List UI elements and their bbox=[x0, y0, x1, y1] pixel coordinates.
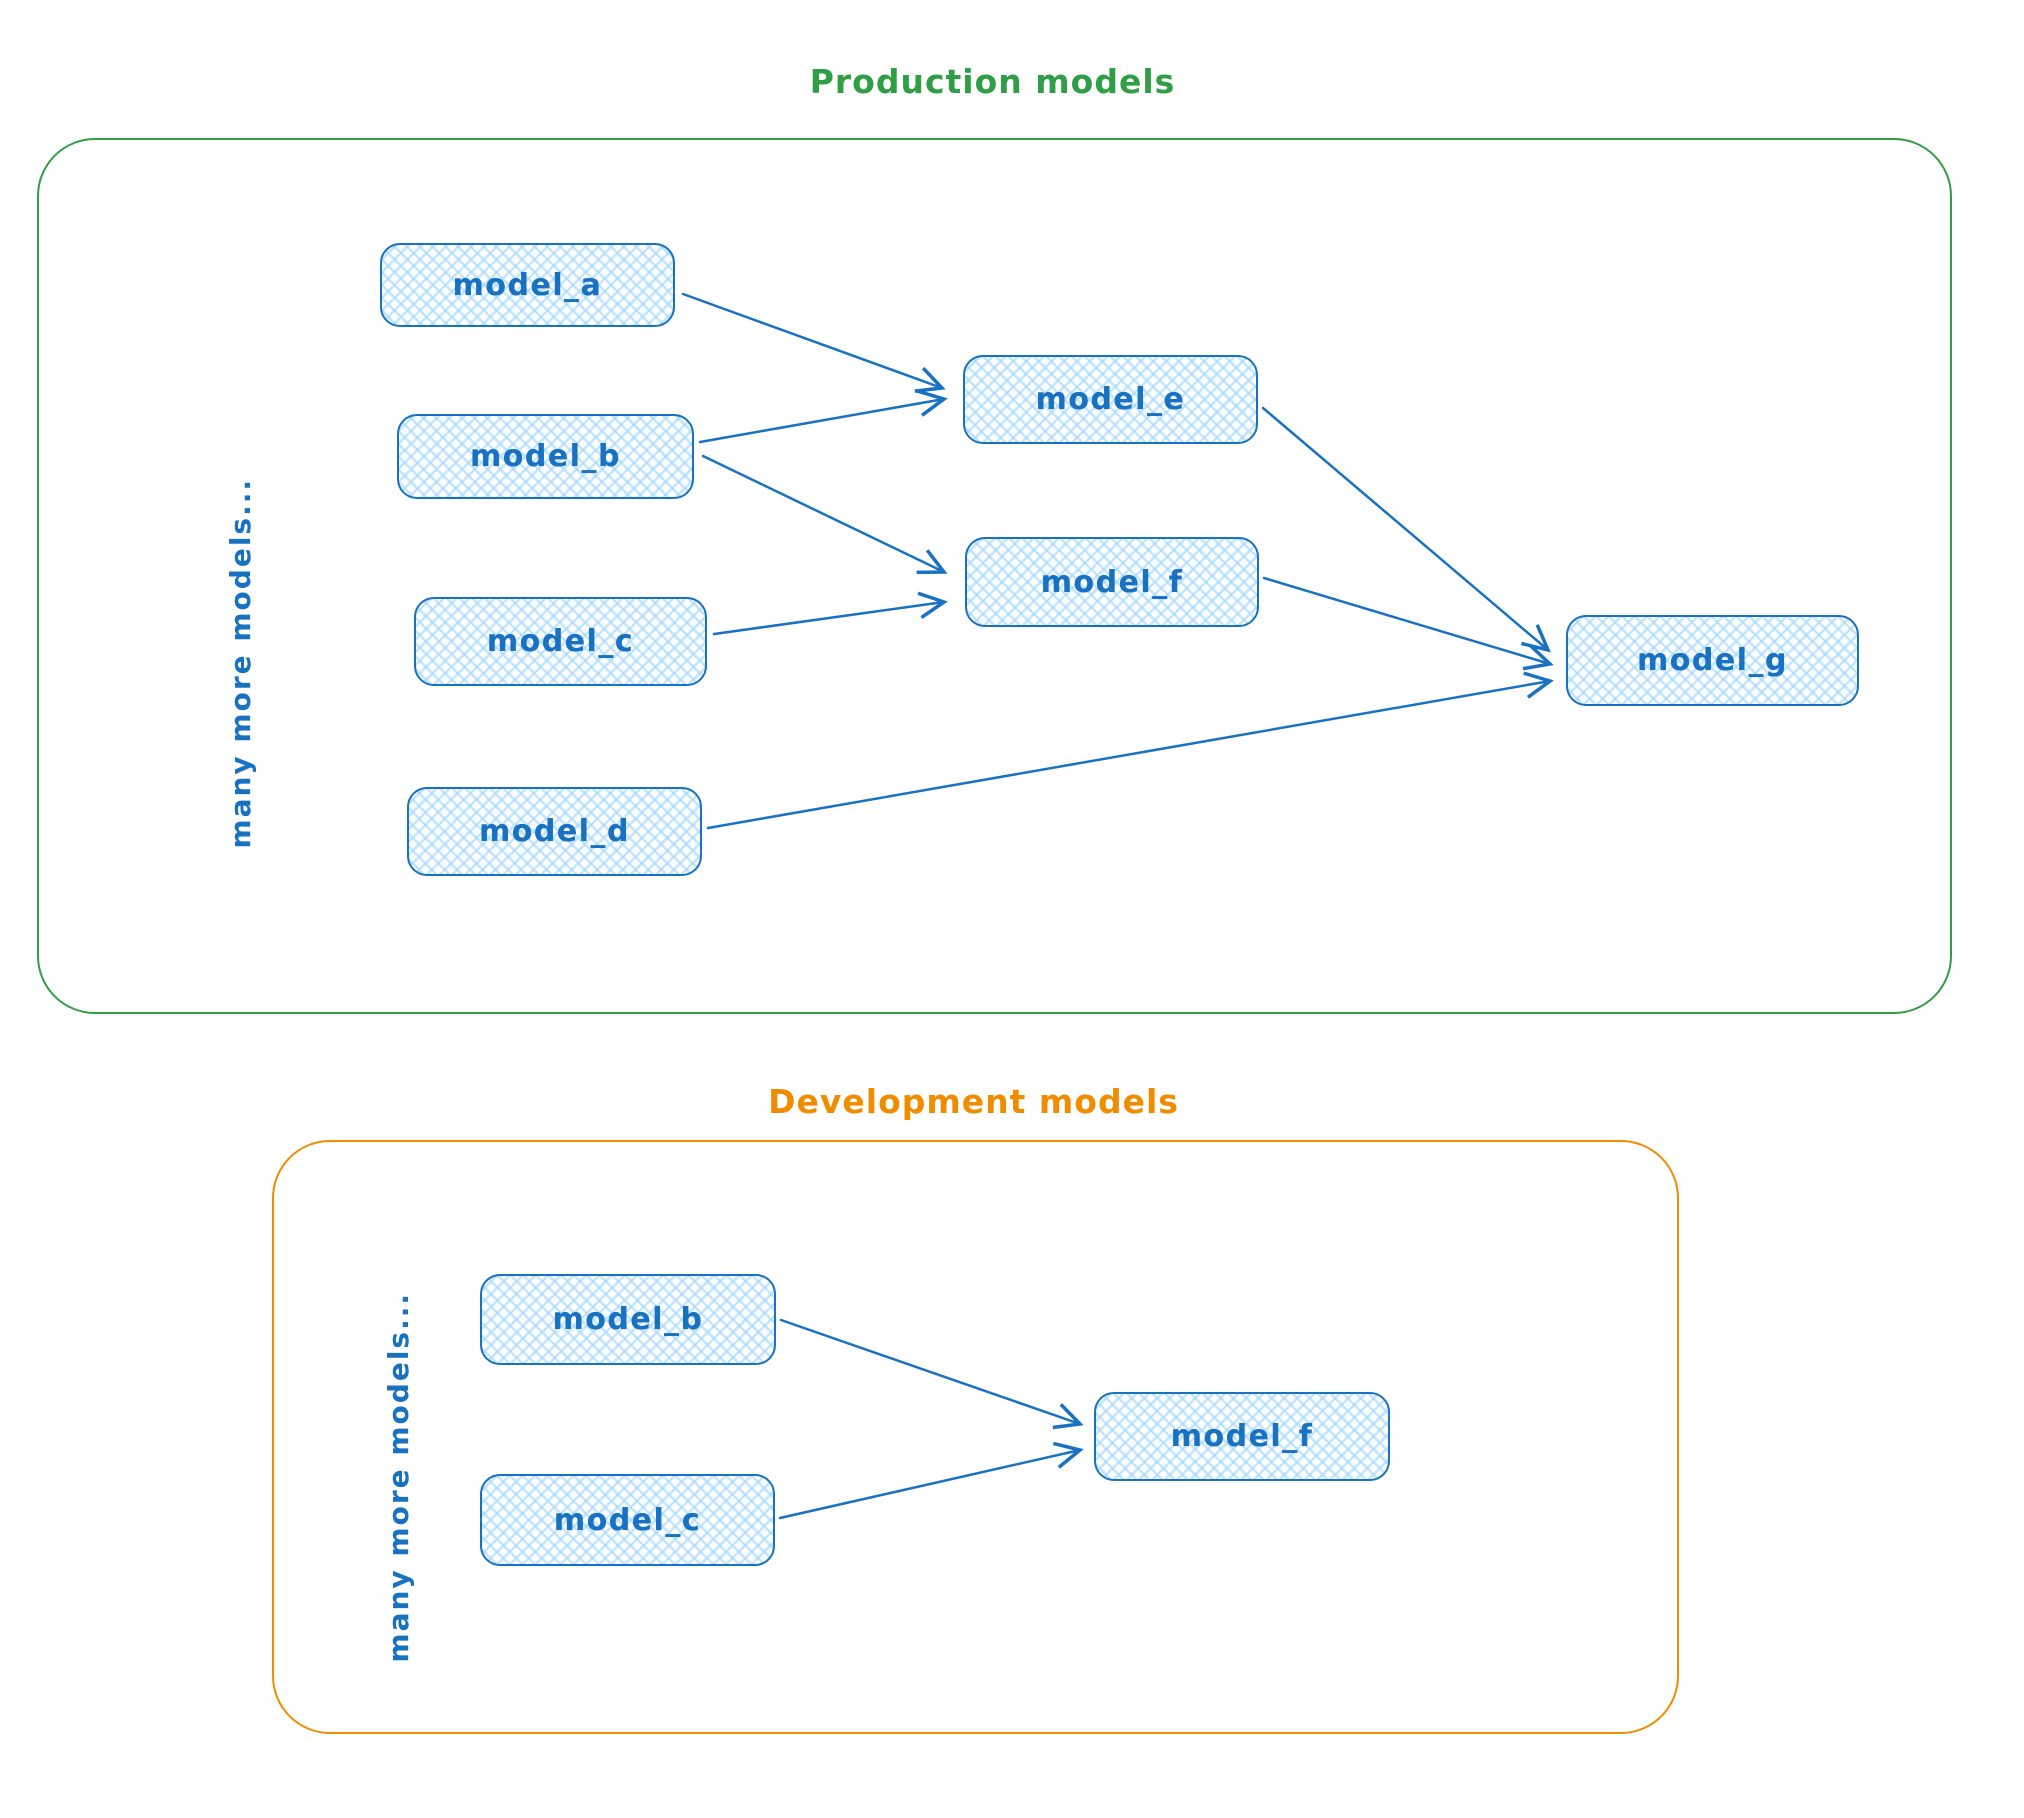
node-label: model_g bbox=[1637, 643, 1788, 678]
node-production-model_f: model_f bbox=[965, 537, 1259, 627]
node-production-model_g: model_g bbox=[1566, 615, 1859, 706]
node-production-model_d: model_d bbox=[407, 787, 702, 876]
node-production-model_a: model_a bbox=[380, 243, 675, 327]
production-section-title: Production models bbox=[809, 62, 1176, 101]
development-section-title: Development models bbox=[768, 1082, 1179, 1121]
node-label: model_f bbox=[1170, 1419, 1314, 1454]
development-section-frame bbox=[272, 1140, 1679, 1734]
production-section-frame bbox=[37, 138, 1952, 1014]
node-label: model_f bbox=[1040, 564, 1184, 600]
node-development-model_b: model_b bbox=[480, 1274, 776, 1365]
node-label: model_c bbox=[553, 1502, 702, 1538]
node-label: model_c bbox=[486, 624, 635, 659]
node-development-model_c: model_c bbox=[480, 1474, 775, 1566]
node-label: model_e bbox=[1035, 382, 1186, 417]
development-side-label: many more models... bbox=[382, 1292, 415, 1663]
node-development-model_f: model_f bbox=[1094, 1392, 1390, 1481]
node-production-model_e: model_e bbox=[963, 355, 1258, 444]
node-label: model_b bbox=[470, 439, 621, 474]
node-label: model_a bbox=[452, 267, 603, 303]
node-production-model_c: model_c bbox=[414, 597, 707, 686]
production-side-label: many more models... bbox=[224, 478, 257, 849]
node-label: model_b bbox=[552, 1302, 704, 1337]
node-label: model_d bbox=[479, 814, 630, 849]
node-production-model_b: model_b bbox=[397, 414, 694, 499]
